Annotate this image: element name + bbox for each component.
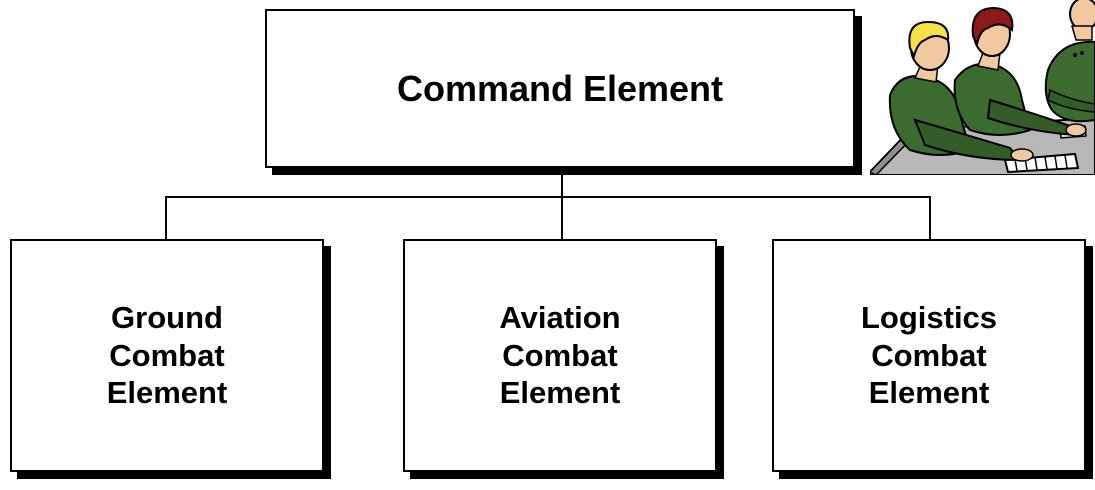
logistics-label-line-2: Combat bbox=[871, 337, 987, 373]
aviation-label-line-2: Combat bbox=[502, 337, 618, 373]
aviation-combat-element-label: Aviation Combat Element bbox=[499, 299, 620, 412]
aviation-combat-element-box: Aviation Combat Element bbox=[403, 239, 717, 472]
aviation-label-line-1: Aviation bbox=[499, 299, 621, 335]
aviation-label-line-3: Element bbox=[499, 375, 621, 411]
ground-combat-element-box: Ground Combat Element bbox=[10, 239, 324, 472]
logistics-label-line-3: Element bbox=[868, 375, 990, 411]
ground-label-line-3: Element bbox=[106, 375, 228, 411]
connector-ground bbox=[165, 196, 167, 240]
logistics-combat-element-box: Logistics Combat Element bbox=[772, 239, 1086, 472]
command-element-label: Command Element bbox=[396, 67, 724, 109]
ground-label-line-1: Ground bbox=[111, 299, 223, 335]
ground-label-line-2: Combat bbox=[109, 337, 225, 373]
ground-combat-element-label: Ground Combat Element bbox=[107, 299, 228, 412]
command-element-box: Command Element bbox=[265, 9, 855, 168]
logistics-label-line-1: Logistics bbox=[860, 299, 998, 335]
person-blonde bbox=[888, 20, 1034, 162]
connector-aviation bbox=[561, 196, 563, 240]
connector-logistics bbox=[929, 196, 931, 240]
connector-horizontal bbox=[165, 196, 931, 198]
connector-trunk bbox=[561, 170, 563, 197]
person-redhead bbox=[953, 6, 1087, 137]
person-officer bbox=[1044, 0, 1095, 123]
logistics-combat-element-label: Logistics Combat Element bbox=[861, 299, 997, 412]
personnel-at-console-illustration bbox=[870, 0, 1095, 175]
